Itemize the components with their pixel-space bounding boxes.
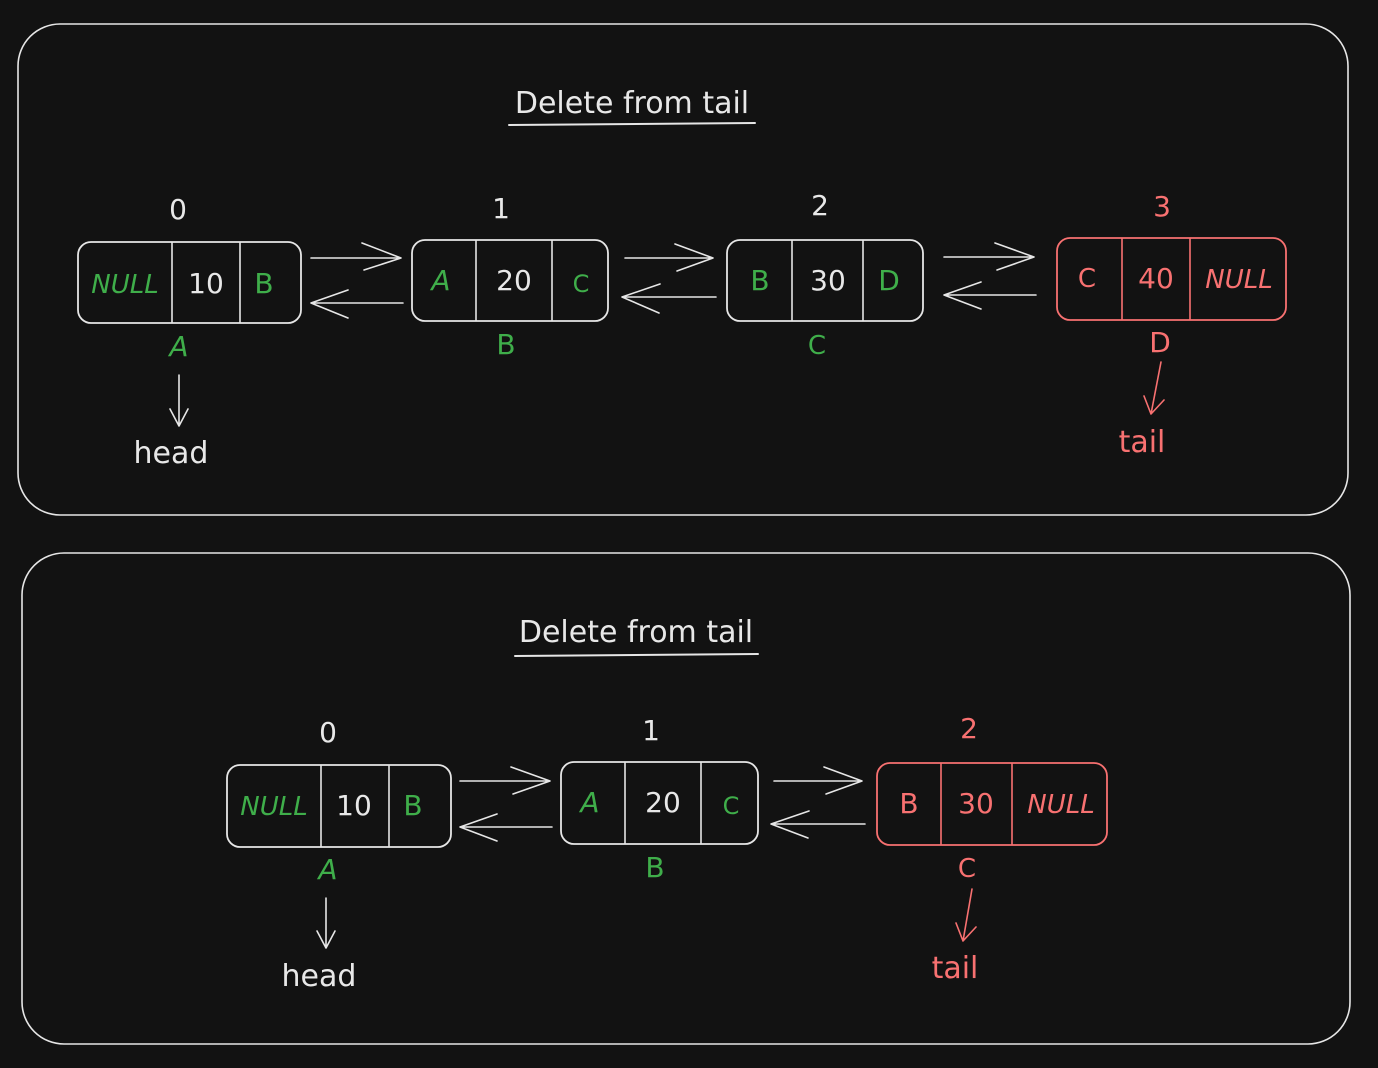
next-arrow — [773, 766, 863, 795]
panel-2-node-1: 1 A 20 C B — [560, 714, 759, 884]
node-address: A — [316, 853, 337, 886]
node-next: C — [573, 270, 590, 298]
node-address: C — [808, 331, 826, 361]
panel-2-links — [459, 766, 866, 842]
next-arrow — [310, 242, 402, 271]
node-prev: A — [429, 264, 450, 297]
prev-arrow — [770, 810, 866, 839]
node-index: 1 — [642, 714, 660, 747]
node-box — [1056, 237, 1287, 321]
panel-1: Delete from tail 0 NULL 10 B A 1 A 20 C … — [17, 23, 1349, 516]
tail-label: tail — [1119, 425, 1166, 460]
node-value: 20 — [496, 264, 532, 297]
node-value: 30 — [810, 264, 846, 297]
panel-1-node-1: 1 A 20 C B — [411, 192, 609, 361]
node-index: 3 — [1153, 190, 1171, 223]
node-next: C — [723, 792, 740, 820]
node-index: 2 — [960, 712, 978, 745]
node-prev: B — [750, 264, 769, 297]
node-box — [411, 239, 609, 322]
prev-arrow — [621, 283, 717, 314]
prev-arrow — [943, 281, 1037, 310]
node-value: 40 — [1138, 262, 1174, 295]
node-next: NULL — [1027, 790, 1094, 820]
next-arrow — [459, 766, 551, 795]
node-prev: A — [578, 786, 599, 819]
node-address: B — [645, 851, 664, 884]
node-prev: B — [899, 787, 918, 820]
head-label: head — [282, 959, 357, 994]
node-address: D — [1149, 326, 1171, 359]
node-value: 10 — [188, 267, 224, 300]
panel-1-title-underline — [508, 122, 756, 126]
head-label: head — [134, 436, 209, 471]
node-next: D — [878, 264, 900, 297]
node-address: C — [958, 854, 976, 884]
node-box — [560, 761, 759, 845]
tail-arrow — [955, 888, 977, 942]
node-value: 30 — [958, 787, 994, 820]
panel-2-title-underline — [514, 653, 759, 657]
panel-2: Delete from tail 0 NULL 10 B A 1 A 20 C … — [21, 552, 1351, 1045]
panel-2-node-2: 2 B 30 NULL C — [876, 712, 1108, 884]
node-box — [876, 762, 1108, 846]
node-box — [226, 764, 452, 848]
node-address: A — [167, 330, 188, 363]
next-arrow — [943, 242, 1035, 271]
head-arrow — [316, 897, 336, 949]
panel-1-links — [310, 242, 1037, 319]
node-next: B — [254, 267, 273, 300]
panel-1-node-0: 0 NULL 10 B A — [77, 193, 302, 363]
node-prev: C — [1078, 264, 1096, 294]
panel-1-frame — [17, 23, 1349, 516]
panel-2-title: Delete from tail — [519, 615, 753, 650]
node-box — [77, 241, 302, 324]
node-index: 0 — [319, 716, 337, 749]
node-value: 10 — [336, 789, 372, 822]
panel-2-frame — [21, 552, 1351, 1045]
prev-arrow — [310, 289, 404, 319]
panel-1-title: Delete from tail — [515, 86, 749, 121]
panel-2-node-0: 0 NULL 10 B A — [226, 716, 452, 886]
panel-1-node-2: 2 B 30 D C — [726, 189, 924, 361]
panel-1-node-3: 3 C 40 NULL D — [1056, 190, 1287, 359]
node-next: NULL — [1205, 265, 1272, 295]
node-index: 0 — [169, 193, 187, 226]
node-prev: NULL — [91, 270, 158, 300]
tail-arrow — [1143, 361, 1165, 415]
prev-arrow — [459, 813, 553, 842]
node-address: B — [496, 328, 515, 361]
node-index: 1 — [492, 192, 510, 225]
node-prev: NULL — [240, 792, 307, 822]
head-arrow — [169, 374, 189, 427]
node-next: B — [403, 789, 422, 822]
node-value: 20 — [645, 786, 681, 819]
next-arrow — [624, 243, 714, 272]
tail-label: tail — [932, 951, 979, 986]
node-box — [726, 239, 924, 322]
node-index: 2 — [811, 189, 829, 222]
